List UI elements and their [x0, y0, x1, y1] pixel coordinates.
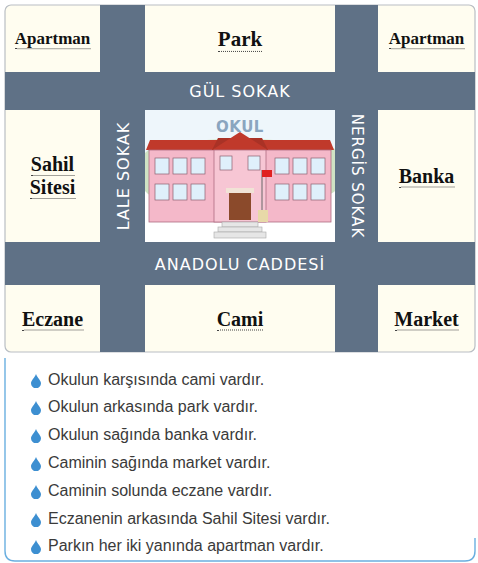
place-name: Cami	[217, 307, 264, 330]
street-name: LALE SOKAK	[113, 122, 132, 231]
pharmacy-block: Eczane	[5, 285, 100, 352]
bank-block: Banka	[378, 110, 475, 242]
park-block: Park	[145, 5, 335, 72]
statement-line: Eczanenin arkasında Sahil Sitesi vardır.	[48, 510, 330, 528]
place-name: Apartman	[389, 29, 465, 49]
statement-line: Parkın her iki yanında apartman vardır.	[48, 537, 324, 555]
place-name: Eczane	[22, 307, 83, 330]
apartment-block: Apartman	[378, 5, 475, 72]
statement-line: Okulun karşısında cami vardır.	[48, 371, 264, 389]
street-band: LALE SOKAK	[100, 110, 145, 242]
place-label: Apartman	[11, 29, 94, 49]
street-band: GÜL SOKAK	[5, 72, 475, 110]
place-name: Apartman	[15, 29, 91, 49]
street-name: ANADOLU CADDESİ	[155, 254, 325, 273]
street-band: ANADOLU CADDESİ	[5, 242, 475, 285]
statement-line: Caminin sağında market vardır.	[48, 454, 270, 472]
place-label: Cami	[151, 307, 329, 330]
statement-line: Okulun arkasında park vardır.	[48, 398, 258, 416]
place-label: Market	[384, 307, 469, 330]
place-name: Banka	[399, 165, 455, 188]
street-name: GÜL SOKAK	[189, 82, 291, 101]
statement-line: Caminin solunda eczane vardır.	[48, 482, 272, 500]
place-label: Sahil Sitesi	[11, 153, 94, 199]
apartment-block: Apartman	[5, 5, 100, 72]
place-label: Eczane	[11, 307, 94, 330]
place-name: Market	[394, 307, 458, 330]
place-label: Banka	[384, 165, 469, 188]
place-label: Apartman	[384, 29, 469, 49]
place-name: Sahil Sitesi	[30, 153, 76, 199]
mosque-block: Cami	[145, 285, 335, 352]
statement-line: Okulun sağında banka vardır.	[48, 426, 257, 444]
place-label: Park	[151, 26, 329, 50]
school-name: OKUL	[145, 118, 335, 136]
site-block: Sahil Sitesi	[5, 110, 100, 242]
street-band: NERGİS SOKAK	[335, 110, 378, 242]
place-name: Park	[218, 26, 262, 51]
school-block: OKUL	[145, 110, 335, 242]
street-name: NERGİS SOKAK	[348, 114, 366, 238]
market-block: Market	[378, 285, 475, 352]
